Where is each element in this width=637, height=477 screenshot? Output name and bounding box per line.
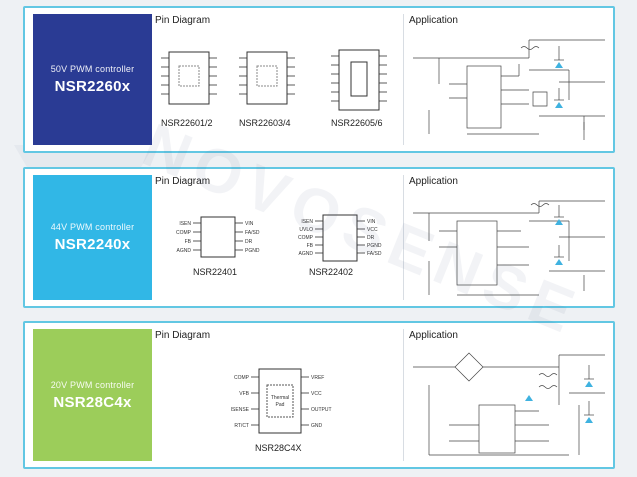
package-nsr22603: NSR22603/4	[239, 51, 295, 128]
application-title: Application	[409, 330, 458, 341]
svg-text:DR: DR	[245, 239, 253, 245]
svg-text:AGND: AGND	[299, 251, 314, 257]
product-name: NSR2240x	[54, 236, 131, 253]
divider	[403, 14, 404, 145]
application-title: Application	[409, 15, 458, 26]
svg-text:PGND: PGND	[367, 243, 382, 249]
package-label: NSR28C4X	[255, 443, 302, 453]
svg-text:FA/SD: FA/SD	[245, 230, 260, 236]
svg-text:PGND: PGND	[245, 248, 260, 254]
svg-text:VCC: VCC	[367, 227, 378, 233]
svg-text:FA/SD: FA/SD	[367, 251, 382, 257]
svg-text:RT/CT: RT/CT	[234, 423, 249, 429]
product-tile[interactable]: 50V PWM controller NSR2260x	[33, 14, 152, 145]
svg-text:AGND: AGND	[177, 248, 192, 254]
svg-text:GND: GND	[311, 423, 323, 429]
package-nsr22402: ISEN UVLO COMP FB AGND VIN VCC DR PGND F…	[298, 214, 382, 277]
package-label: NSR22401	[193, 267, 237, 277]
svg-text:ISENSE: ISENSE	[231, 407, 250, 413]
svg-text:FB: FB	[307, 243, 314, 249]
svg-text:VIN: VIN	[245, 221, 254, 227]
package-label: NSR22603/4	[239, 118, 291, 128]
svg-text:VIN: VIN	[367, 219, 376, 225]
package-nsr28c4x: Thermal Pad COMP VFB ISENSE RT/CT VREF V…	[231, 368, 332, 453]
package-nsr22605: NSR22605/6	[331, 49, 387, 128]
svg-text:COMP: COMP	[234, 375, 250, 381]
package-label: NSR22601/2	[161, 118, 213, 128]
svg-text:COMP: COMP	[298, 235, 314, 241]
pin-diagram-title: Pin Diagram	[155, 330, 211, 341]
svg-text:VFB: VFB	[239, 391, 249, 397]
svg-text:VREF: VREF	[311, 375, 324, 381]
product-tile[interactable]: 20V PWM controller NSR28C4x	[33, 329, 152, 461]
product-card-nsr28c4x: 20V PWM controller NSR28C4x Pin Diagram …	[23, 321, 615, 469]
pin-diagram-title: Pin Diagram	[155, 15, 211, 26]
pin-diagram: Thermal Pad COMP VFB ISENSE RT/CT VREF V…	[231, 368, 332, 453]
pin-diagram-title: Pin Diagram	[155, 176, 211, 187]
svg-text:DR: DR	[367, 235, 375, 241]
product-card-nsr2260x: 50V PWM controller NSR2260x Pin Diagram …	[23, 6, 615, 153]
divider	[403, 329, 404, 461]
svg-text:COMP: COMP	[176, 230, 192, 236]
package-label: NSR22402	[309, 267, 353, 277]
application-schematic	[413, 200, 605, 296]
product-card-nsr2240x: 44V PWM controller NSR2240x Pin Diagram …	[23, 167, 615, 308]
product-name: NSR28C4x	[53, 393, 132, 411]
svg-text:FB: FB	[185, 239, 192, 245]
package-nsr22601: NSR22601/2	[161, 51, 217, 128]
product-subtitle: 50V PWM controller	[50, 64, 135, 74]
application-schematic	[413, 352, 605, 456]
application-title: Application	[409, 176, 458, 187]
svg-text:UVLO: UVLO	[299, 227, 313, 233]
product-name: NSR2260x	[54, 78, 131, 95]
svg-text:ISEN: ISEN	[179, 221, 191, 227]
divider	[403, 175, 404, 300]
svg-text:OUTPUT: OUTPUT	[311, 407, 332, 413]
pin-diagram: ISEN COMP FB AGND VIN FA/SD DR PGND NSR2…	[176, 214, 382, 277]
package-label: NSR22605/6	[331, 118, 383, 128]
package-nsr22401: ISEN COMP FB AGND VIN FA/SD DR PGND NSR2…	[176, 216, 260, 277]
product-subtitle: 20V PWM controller	[50, 379, 135, 390]
application-schematic	[413, 39, 605, 140]
thermal-pad-label: Pad	[276, 402, 285, 408]
svg-text:ISEN: ISEN	[301, 219, 313, 225]
pin-diagram: NSR22601/2 NSR22603/4 NSR22605/6	[161, 49, 387, 128]
product-subtitle: 44V PWM controller	[50, 222, 135, 232]
thermal-pad-label: Thermal	[271, 395, 289, 401]
product-tile[interactable]: 44V PWM controller NSR2240x	[33, 175, 152, 300]
svg-text:VCC: VCC	[311, 391, 322, 397]
